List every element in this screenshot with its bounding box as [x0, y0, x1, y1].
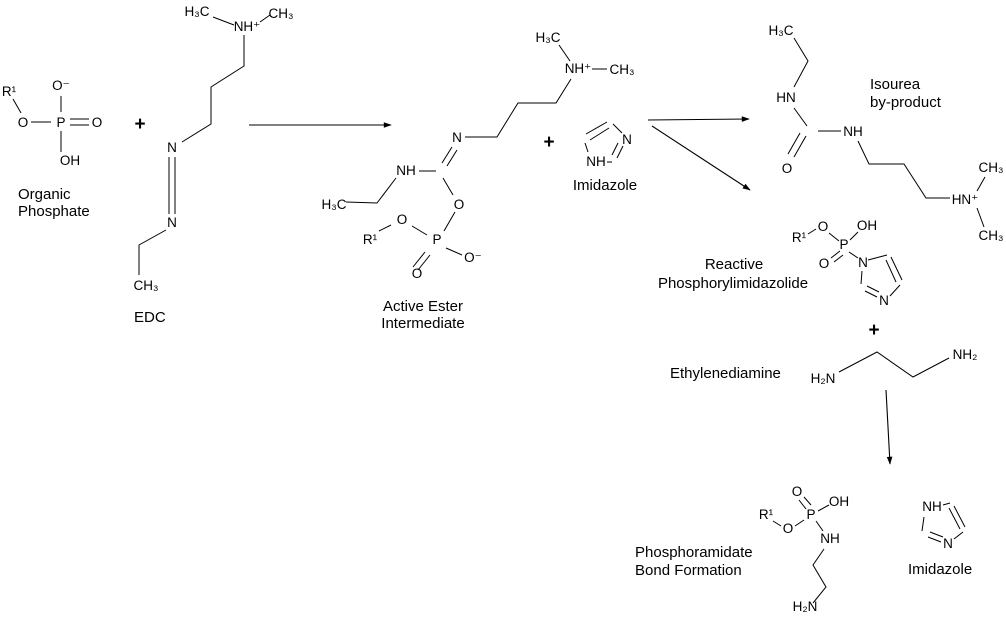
atom-label-h3c-left: H₃C [322, 197, 347, 212]
bonds [584, 121, 624, 163]
atom-label-n: N [622, 132, 632, 147]
atom-label-n-upper: N [167, 140, 177, 155]
bonds [12, 96, 89, 152]
atom-label-nh2: NH₂ [953, 347, 978, 362]
atom-label-o-minus: O⁻ [52, 78, 70, 93]
molecule-active-ester: H₃C NH N H₃C NH⁺ CH₃ O R¹ O P O O⁻ Activ… [322, 30, 635, 332]
atom-label-n1: N [858, 255, 868, 270]
atom-label-o-double: O [412, 266, 423, 281]
caption-organic-phosphate-2: Phosphate [18, 203, 90, 220]
caption-phosphorylimidazolide-2: Phosphorylimidazolide [658, 275, 808, 292]
reaction-arrow-to-phosphorylimidazolide [651, 125, 751, 191]
atom-label-o: O [782, 161, 793, 176]
atom-label-oh: OH [857, 218, 877, 233]
molecule-organic-phosphate: R¹ O P O O⁻ OH Organic Phosphate [2, 78, 102, 220]
caption-imidazole-bottom: Imidazole [908, 561, 972, 578]
molecule-phosphoramidate: O R¹ O P OH NH H₂N Phosphoramidate Bond … [635, 484, 849, 614]
atom-label-n3: N [879, 293, 889, 308]
molecule-imidazole-mid: NH N Imidazole [573, 121, 637, 194]
bonds [772, 496, 830, 604]
atom-label-p: P [56, 115, 65, 130]
plus-sign-mid: + [543, 132, 554, 153]
atom-label-ch3-lower: CH₃ [979, 228, 1004, 243]
caption-active-ester-2: Intermediate [381, 315, 464, 332]
reaction-arrow-to-isourea [647, 116, 750, 122]
atom-label-n: N [943, 536, 953, 551]
atom-label-o-ester: O [818, 219, 829, 234]
atom-label-o-minus: O⁻ [464, 250, 482, 265]
bonds [838, 351, 950, 378]
molecule-phosphorylimidazolide: R¹ O P OH O N N Reactive Phosphorylimida… [658, 218, 903, 308]
atom-label-h2n: H₂N [793, 599, 818, 614]
atom-label-ch3-top: CH₃ [269, 6, 294, 21]
molecule-ethylenediamine: H₂N NH₂ Ethylenediamine [670, 347, 977, 386]
atom-label-p: P [806, 507, 815, 522]
caption-ethylenediamine: Ethylenediamine [670, 365, 781, 382]
caption-phosphoramidate-2: Bond Formation [635, 562, 742, 579]
plus-sign-left: + [134, 114, 145, 135]
atom-label-oh: OH [829, 494, 849, 509]
atom-label-o-bridge: O [454, 197, 465, 212]
atom-label-o-double: O [819, 256, 830, 271]
plus-sign-right: + [868, 320, 879, 341]
atom-label-ch3: CH₃ [610, 62, 635, 77]
molecule-edc: H₃C NH⁺ CH₃ N N CH₃ EDC [134, 4, 294, 326]
atom-label-ch3-upper: CH₃ [979, 160, 1004, 175]
atom-label-hn-plus: HN⁺ [952, 192, 979, 207]
atom-label-o-ester: O [18, 115, 29, 130]
molecule-imidazole-bottom: NH N Imidazole [908, 499, 972, 578]
bonds [921, 502, 966, 543]
atom-label-r1: R¹ [363, 232, 378, 247]
atom-label-o-ester: O [397, 212, 408, 227]
reaction-arrow-down [885, 389, 893, 465]
atom-label-nh: NH [820, 531, 840, 546]
atom-label-r1: R¹ [792, 230, 807, 245]
atom-label-h3c: H₃C [769, 23, 794, 38]
bonds [345, 44, 607, 271]
bonds [138, 14, 271, 275]
caption-phosphoramidate-1: Phosphoramidate [635, 544, 753, 561]
bonds [787, 37, 986, 228]
atom-label-p: P [839, 237, 848, 252]
atom-label-h3c-top: H₃C [536, 30, 561, 45]
atom-label-oh: OH [60, 153, 80, 168]
caption-phosphorylimidazolide-1: Reactive [705, 256, 763, 273]
atom-label-o-ester: O [783, 521, 794, 536]
atom-label-nh: NH [843, 124, 863, 139]
atom-label-o-terminal: O [92, 115, 103, 130]
atom-label-r1: R¹ [2, 84, 17, 99]
atom-label-nh-plus: NH⁺ [234, 19, 261, 34]
caption-imidazole-mid: Imidazole [573, 177, 637, 194]
atom-label-p: P [432, 232, 441, 247]
atom-label-nh: NH [922, 499, 942, 514]
atom-label-r1: R¹ [759, 507, 774, 522]
atom-label-o-double: O [792, 484, 803, 499]
atom-label-h2n: H₂N [811, 371, 836, 386]
caption-edc: EDC [134, 309, 166, 326]
caption-isourea-1: Isourea [870, 76, 921, 93]
bonds [807, 228, 903, 298]
atom-label-n-lower: N [167, 215, 177, 230]
caption-isourea-2: by-product [870, 94, 942, 111]
caption-active-ester-1: Active Ester [383, 298, 463, 315]
atom-label-ch3-bottom: CH₃ [134, 278, 159, 293]
atom-label-h3c: H₃C [185, 4, 210, 19]
atom-label-hn: HN [776, 90, 796, 105]
atom-label-n-imine: N [452, 130, 462, 145]
atom-label-nh: NH [586, 154, 606, 169]
atom-label-nh: NH [396, 163, 416, 178]
caption-organic-phosphate-1: Organic [18, 186, 71, 203]
molecule-isourea: H₃C HN O NH HN⁺ CH₃ CH₃ Isourea by-produ… [769, 23, 1004, 243]
atom-label-nh-plus: NH⁺ [565, 61, 592, 76]
